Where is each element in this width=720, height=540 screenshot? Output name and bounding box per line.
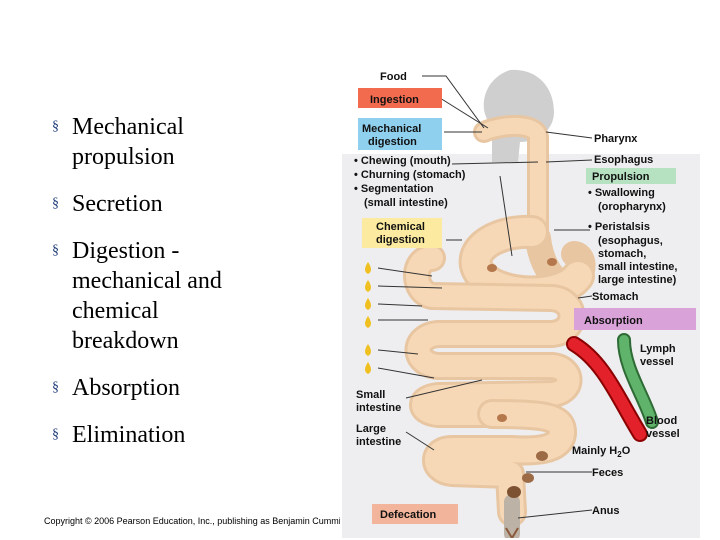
label-absorption: Absorption <box>584 315 643 327</box>
bullet-absorption: § Absorption <box>52 373 180 403</box>
feces-lump <box>536 451 548 461</box>
feces-lump <box>507 486 521 498</box>
bullet-text: Digestion - mechanical and chemical brea… <box>72 238 222 354</box>
label-peristalsis-large-intestine: large intestine) <box>598 274 677 286</box>
label-esophagus: Esophagus <box>594 154 653 166</box>
leader-line <box>451 161 539 165</box>
defecation-box <box>372 504 458 524</box>
bullet-marker: § <box>52 243 59 258</box>
label-propulsion: Propulsion <box>592 171 650 183</box>
leader-line <box>377 267 433 277</box>
feces-lumps <box>487 258 557 498</box>
leader-line <box>377 367 435 379</box>
bullet-mechanical-propulsion: § Mechanical propulsion <box>52 112 184 172</box>
label-large-intestine-1: Large <box>356 423 386 435</box>
stomach-food-bit <box>487 264 497 272</box>
label-mechanical-digestion-1: Mechanical <box>362 123 421 135</box>
small-intestine-lumen <box>406 247 583 425</box>
h2o-main: Mainly H <box>572 445 617 457</box>
secretion-drop <box>365 262 371 274</box>
lymph-vessel <box>619 335 657 427</box>
digestive-process-figure: Food Ingestion Mechanical digestion • Ch… <box>342 69 700 538</box>
label-small-intestine-1: Small <box>356 389 385 401</box>
leader-line <box>517 509 593 519</box>
bullet-text: Elimination <box>72 422 186 448</box>
label-blood-vessel-1: Blood <box>646 415 677 427</box>
secretion-drop <box>365 280 371 292</box>
leader-line <box>377 349 419 355</box>
esophagus-lumen <box>476 117 546 250</box>
label-peristalsis-esophagus: (esophagus, <box>598 235 663 247</box>
bullet-elimination: § Elimination <box>52 420 185 450</box>
secretion-drop <box>365 316 371 328</box>
label-defecation: Defecation <box>380 509 437 521</box>
label-chemical-digestion-1: Chemical <box>376 221 425 233</box>
label-segmentation: • Segmentation <box>354 183 434 195</box>
label-oropharynx: (oropharynx) <box>598 201 666 213</box>
label-small-intestine-note: (small intestine) <box>364 197 448 209</box>
leader-line <box>545 159 593 163</box>
feces-lump <box>522 473 534 483</box>
label-stomach: Stomach <box>592 291 639 303</box>
leader-line <box>405 379 483 399</box>
label-ingestion: Ingestion <box>370 94 419 106</box>
bullet-digestion: § Digestion - mechanical and chemical br… <box>52 236 222 356</box>
label-chemical-digestion-2: digestion <box>376 234 425 246</box>
label-feces: Feces <box>592 467 623 479</box>
label-peristalsis-stomach: stomach, <box>598 248 646 260</box>
bullet-text: Mechanical propulsion <box>72 114 184 170</box>
label-mainly-h2o: Mainly H2O <box>572 445 631 459</box>
h2o-end: O <box>622 445 631 457</box>
leader-line <box>377 303 423 307</box>
chemical-digestion-box <box>362 218 442 248</box>
leader-line <box>577 295 593 299</box>
bullet-text: Secretion <box>72 191 163 217</box>
leader-line <box>439 97 489 129</box>
label-churning: • Churning (stomach) <box>354 169 466 181</box>
bullet-marker: § <box>52 427 59 442</box>
h2o-subscript: 2 <box>617 450 622 459</box>
absorption-box <box>574 308 696 330</box>
bullet-secretion: § Secretion <box>52 189 163 219</box>
secretion-drop <box>365 362 371 374</box>
blood-vessel <box>568 338 646 440</box>
bullet-text: Absorption <box>72 375 180 401</box>
mechanical-digestion-box <box>358 118 442 150</box>
anus-arrow <box>505 527 519 538</box>
ingestion-box <box>358 88 442 108</box>
label-lymph-vessel-1: Lymph <box>640 343 676 355</box>
leader-line <box>545 131 593 139</box>
label-small-intestine-2: intestine <box>356 402 401 414</box>
feces-lump <box>497 414 507 422</box>
label-mechanical-digestion-2: digestion <box>368 136 417 148</box>
stomach-food-bit <box>547 258 557 266</box>
secretion-drop <box>365 344 371 356</box>
label-swallowing: • Swallowing <box>588 187 655 199</box>
label-food: Food <box>380 71 407 83</box>
bullet-marker: § <box>52 380 59 395</box>
copyright-notice: Copyright © 2006 Pearson Education, Inc.… <box>44 516 340 526</box>
large-intestine-lumen <box>425 402 574 524</box>
label-pharynx: Pharynx <box>594 133 638 145</box>
label-chewing: • Chewing (mouth) <box>354 155 451 167</box>
leader-lines <box>377 75 593 519</box>
label-peristalsis-small-intestine: small intestine, <box>598 261 677 273</box>
leader-line <box>405 431 435 451</box>
leader-line <box>377 285 443 289</box>
propulsion-box <box>586 168 676 184</box>
label-large-intestine-2: intestine <box>356 436 401 448</box>
secretion-drop <box>365 298 371 310</box>
label-blood-vessel-2: vessel <box>646 428 680 440</box>
bullet-marker: § <box>52 119 59 134</box>
leader-line <box>499 175 513 257</box>
label-anus: Anus <box>592 505 620 517</box>
leader-line <box>422 75 485 129</box>
label-peristalsis: • Peristalsis <box>588 221 650 233</box>
label-lymph-vessel-2: vessel <box>640 356 674 368</box>
bullet-marker: § <box>52 196 59 211</box>
